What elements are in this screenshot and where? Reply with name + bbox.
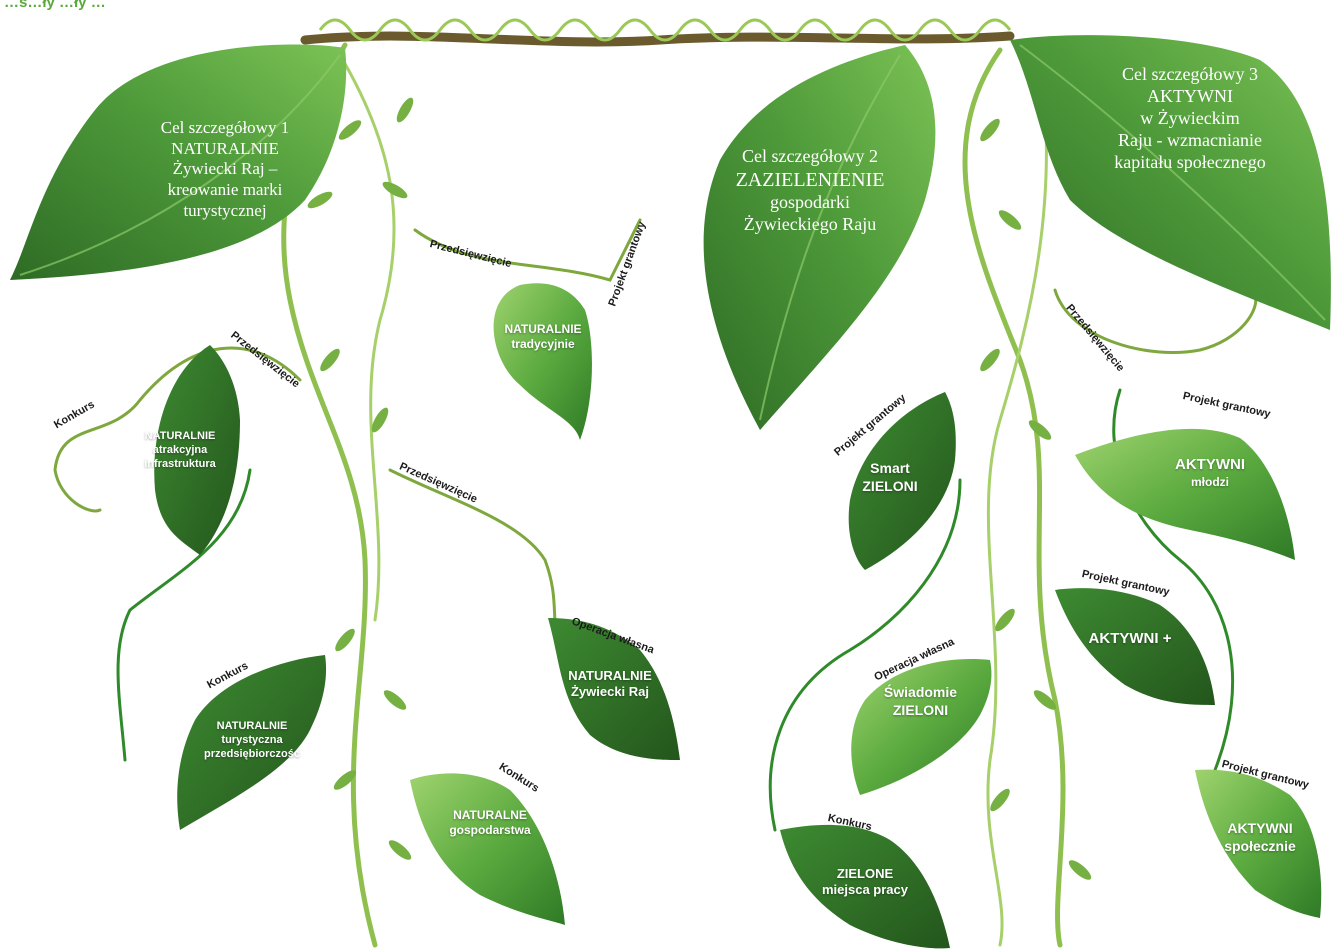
project-zywiecki-raj-text: NATURALNIE Żywiecki Raj — [555, 668, 665, 701]
goal-1-line-1: Cel szczegółowy 1 — [160, 118, 290, 137]
project-infrastruktura-line-3: infrastruktura — [144, 457, 216, 470]
project-tradycyjnie-line-1: NATURALNIE — [504, 322, 582, 336]
goal-leaf-3 — [1010, 35, 1331, 331]
project-leaf-zywiecki-raj — [548, 618, 680, 760]
project-gospodarstwa-line-2: gospodarstwa — [449, 823, 531, 837]
project-przedsiebiorczosc-line-2: turystyczna — [221, 733, 283, 746]
project-leaf-gospodarstwa — [410, 773, 565, 925]
project-swiadomie-line-1: Świadomie — [883, 684, 958, 700]
project-smart-line-2: ZIELONI — [862, 477, 918, 494]
goal-1-text: Cel szczegółowy 1 NATURALNIE Żywiecki Ra… — [130, 118, 320, 222]
project-gospodarstwa-line-1: NATURALNE — [453, 808, 527, 822]
project-przedsiebiorczosc-text: NATURALNIE turystyczna przedsiębiorczość — [182, 720, 322, 761]
project-spolecznie-line-2: społecznie — [1224, 837, 1296, 854]
goal-3-line-4: Raju - wzmacnianie — [1118, 129, 1262, 150]
goal-2-line-2: ZAZIELENIENIE — [735, 168, 885, 191]
project-aktywni-plus-line-1: AKTYWNI + — [1088, 630, 1172, 647]
project-leaf-swiadomie — [851, 659, 992, 795]
project-miejsca-pracy-text: ZIELONE miejsca pracy — [800, 866, 930, 899]
goal-1-line-2: NATURALNIE — [171, 138, 279, 158]
project-infrastruktura-line-2: atrakcyjna — [152, 443, 208, 456]
project-swiadomie-text: Świadomie ZIELONI — [868, 684, 973, 719]
top-branch — [300, 18, 1015, 47]
project-smart-line-1: Smart — [870, 460, 910, 476]
goal-3-line-3: w Żywieckim — [1140, 107, 1240, 128]
project-leaf-miejsca-pracy — [780, 824, 950, 949]
small-leaves — [307, 97, 1092, 880]
goal-3-text: Cel szczegółowy 3 AKTYWNI w Żywieckim Ra… — [1080, 64, 1300, 174]
project-zywiecki-raj-line-2: Żywiecki Raj — [570, 684, 650, 700]
project-leaf-mlodzi — [1075, 428, 1295, 560]
project-tradycyjnie-text: NATURALNIE tradycyjnie — [478, 322, 608, 352]
project-spolecznie-text: AKTYWNI społecznie — [1205, 820, 1315, 855]
project-leaf-infrastruktura — [154, 345, 240, 555]
goal-leaf-1 — [10, 44, 347, 280]
project-spolecznie-line-1: AKTYWNI — [1227, 820, 1293, 836]
project-swiadomie-line-2: ZIELONI — [892, 701, 949, 718]
goal-2-line-4: Żywieckiego Raju — [743, 214, 877, 235]
project-mlodzi-line-1: AKTYWNI — [1175, 456, 1245, 473]
goal-2-line-1: Cel szczegółowy 2 — [742, 146, 878, 166]
goal-1-line-3: Żywiecki Raj – — [172, 159, 278, 179]
goal-3-line-5: kapitału społecznego — [1114, 151, 1266, 172]
project-leaf-tradycyjnie — [493, 283, 592, 440]
project-leaf-przedsiebiorczosc — [177, 655, 327, 830]
goal-3-line-1: Cel szczegółowy 3 — [1122, 64, 1258, 84]
project-przedsiebiorczosc-line-3: przedsiębiorczość — [204, 747, 300, 760]
project-miejsca-pracy-line-1: ZIELONE — [836, 866, 894, 881]
goal-2-line-3: gospodarki — [770, 192, 850, 213]
project-infrastruktura-text: NATURALNIE atrakcyjna infrastruktura — [130, 430, 230, 471]
project-miejsca-pracy-line-2: miejsca pracy — [821, 882, 908, 898]
project-leaf-aktywni-plus — [1055, 588, 1215, 705]
goal-2-text: Cel szczegółowy 2 ZAZIELENIENIE gospodar… — [705, 146, 915, 236]
project-leaf-spolecznie — [1195, 769, 1322, 918]
goal-1-line-5: turystycznej — [183, 200, 267, 220]
project-leaf-smart — [848, 392, 956, 570]
project-infrastruktura-line-1: NATURALNIE — [144, 430, 216, 442]
project-zywiecki-raj-line-1: NATURALNIE — [568, 668, 652, 683]
project-smart-text: Smart ZIELONI — [845, 460, 935, 495]
project-aktywni-plus-text: AKTYWNI + — [1070, 630, 1190, 649]
goal-1-line-4: kreowanie marki — [167, 180, 283, 200]
project-gospodarstwa-text: NATURALNE gospodarstwa — [430, 808, 550, 838]
project-tradycyjnie-line-2: tradycyjnie — [511, 337, 575, 351]
project-mlodzi-text: AKTYWNI młodzi — [1145, 456, 1275, 490]
goal-leaf-2 — [703, 45, 936, 430]
project-przedsiebiorczosc-line-1: NATURALNIE — [216, 720, 288, 732]
project-mlodzi-line-2: młodzi — [1191, 474, 1229, 489]
goal-3-line-2: AKTYWNI — [1147, 85, 1233, 106]
header-fragment: …ś…ły …ły … — [4, 0, 106, 11]
